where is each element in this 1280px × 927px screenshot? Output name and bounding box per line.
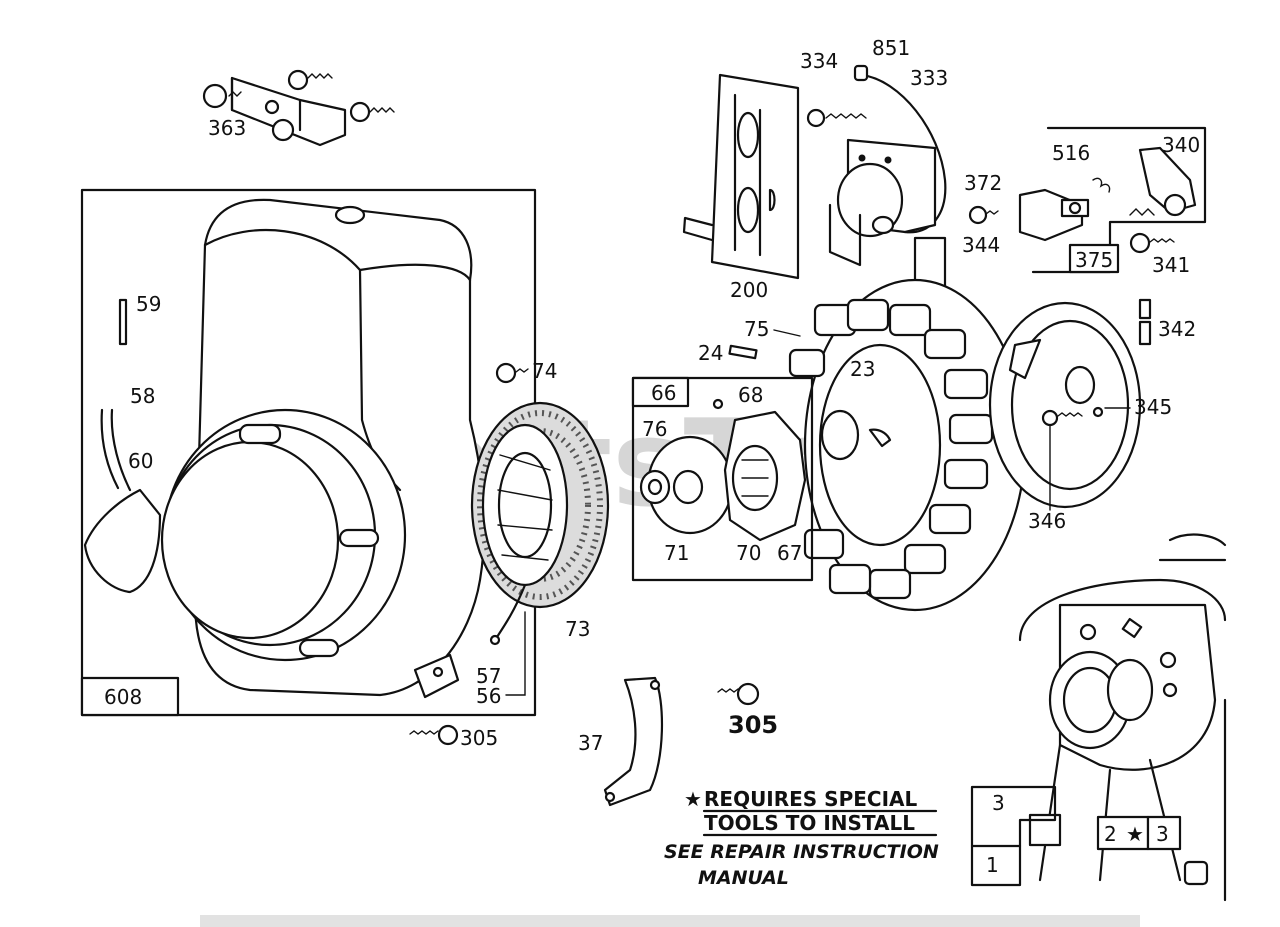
- callout-344: 344: [962, 233, 1000, 257]
- note-line-2: TOOLS TO INSTALL: [704, 811, 915, 835]
- callout-67: 67: [777, 541, 802, 565]
- callout-305-center: 305: [728, 711, 778, 739]
- callout-23: 23: [850, 357, 875, 381]
- callout-70: 70: [736, 541, 761, 565]
- callout-74: 74: [532, 359, 557, 383]
- callout-851: 851: [872, 36, 910, 60]
- part-363-bracket: [202, 69, 395, 147]
- callout-342: 342: [1158, 317, 1196, 341]
- screw-305-center: [736, 682, 760, 706]
- callout-75: 75: [744, 317, 769, 341]
- callout-68: 68: [738, 383, 763, 407]
- part-24-key: [728, 344, 758, 360]
- callout-2: 2: [1104, 822, 1117, 846]
- screw-341: [1129, 232, 1151, 254]
- part-200-bracket: [682, 73, 800, 280]
- note-star: ★: [684, 787, 702, 811]
- callout-516: 516: [1052, 141, 1090, 165]
- callout-200: 200: [730, 278, 768, 302]
- callout-59: 59: [136, 292, 161, 316]
- screw-74-thread: [515, 368, 529, 373]
- screw-74: [495, 362, 517, 384]
- part-333-armature: [806, 64, 947, 302]
- special-tools-note: ★ REQUIRES SPECIAL TOOLS TO INSTALL SEE …: [664, 787, 939, 889]
- part-342-pin-b: [1138, 320, 1152, 346]
- part-23-flywheel: [788, 278, 1027, 612]
- callout-73: 73: [565, 617, 590, 641]
- note-line-1: REQUIRES SPECIAL: [704, 787, 917, 811]
- callout-3-right: 3: [1156, 822, 1169, 846]
- callout-334: 334: [800, 49, 838, 73]
- callout-333: 333: [910, 66, 948, 90]
- callout-345: 345: [1134, 395, 1172, 419]
- callout-58: 58: [130, 384, 155, 408]
- callout-363: 363: [208, 116, 246, 140]
- note-line-3: SEE REPAIR INSTRUCTION: [664, 841, 939, 863]
- leader-75: [773, 329, 801, 337]
- callout-24: 24: [698, 341, 723, 365]
- engine-block: [970, 533, 1227, 902]
- callout-71: 71: [664, 541, 689, 565]
- callout-37: 37: [578, 731, 603, 755]
- part-37-guard: [603, 676, 664, 807]
- kit-66-box: [631, 376, 814, 582]
- callout-375: 375: [1075, 248, 1113, 272]
- callout-66: 66: [651, 381, 676, 405]
- part-345-cover: [988, 301, 1142, 511]
- part-73-screen: [470, 401, 610, 646]
- kit-375-box: [1018, 126, 1207, 274]
- callout-372: 372: [964, 171, 1002, 195]
- callout-305-left: 305: [460, 726, 498, 750]
- screw-344-thread: [985, 210, 999, 215]
- callout-608: 608: [104, 685, 142, 709]
- callout-340: 340: [1162, 133, 1200, 157]
- cropped-footer-strip: [200, 915, 1140, 927]
- screw-305-left-thread: [409, 730, 439, 735]
- screw-305-left: [437, 724, 459, 746]
- note-line-4: MANUAL: [698, 867, 789, 889]
- kit-608-box: [80, 188, 537, 717]
- callout-56: 56: [476, 684, 501, 708]
- callout-341: 341: [1152, 253, 1190, 277]
- callout-3-left: 3: [992, 791, 1005, 815]
- screw-305-center-thread: [717, 688, 739, 693]
- callout-2-star: ★: [1126, 822, 1144, 846]
- callout-1: 1: [986, 853, 999, 877]
- leader-56: [505, 611, 526, 696]
- screw-341-thread: [1149, 238, 1175, 243]
- part-342-pin: [1138, 298, 1152, 320]
- screw-344: [968, 205, 988, 225]
- callout-60: 60: [128, 449, 153, 473]
- callout-76: 76: [642, 417, 667, 441]
- callout-346: 346: [1028, 509, 1066, 533]
- callout-57: 57: [476, 664, 501, 688]
